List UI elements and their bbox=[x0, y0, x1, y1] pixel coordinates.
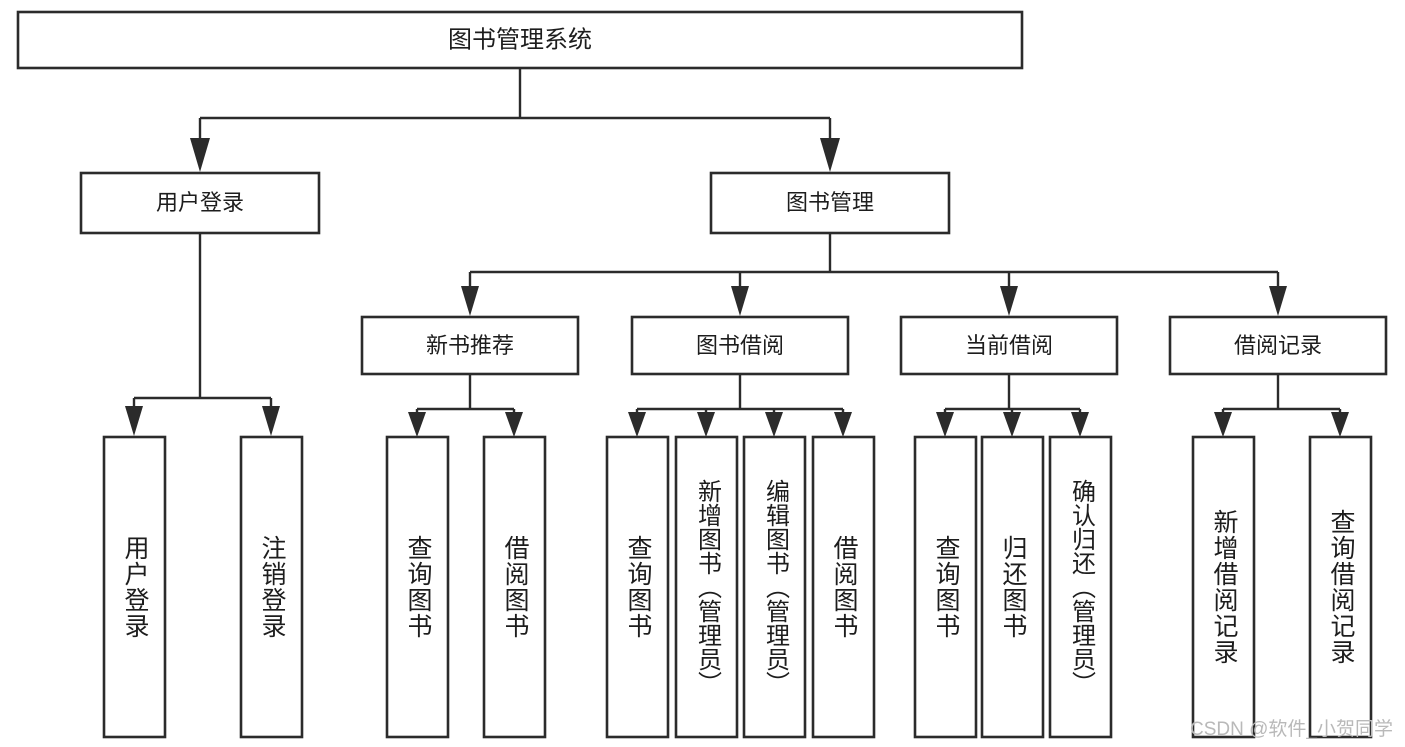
leaf-box-borrow-record-0[interactable] bbox=[1191, 435, 1256, 739]
arrow-head-leaf-bb-3 bbox=[834, 412, 852, 437]
node-borrow-record-box[interactable] bbox=[1168, 315, 1388, 376]
leaf-box-current-borrow-0[interactable] bbox=[913, 435, 978, 739]
leaf-boxes-borrow-record bbox=[1191, 435, 1373, 739]
arrow-head-l2-2 bbox=[1000, 286, 1018, 316]
node-new-book-recommend-label: 新书推荐 bbox=[426, 333, 514, 358]
node-root-box[interactable] bbox=[16, 10, 1024, 70]
arrow-head-leaf-bb-2 bbox=[765, 412, 783, 437]
leaf-box-current-borrow-2[interactable] bbox=[1048, 435, 1113, 739]
arrow-head-l2-0 bbox=[461, 286, 479, 316]
node-user-login[interactable]: 用户登录 bbox=[79, 171, 321, 235]
node-borrow-record-label: 借阅记录 bbox=[1234, 333, 1322, 358]
node-user-login-box[interactable] bbox=[79, 171, 321, 235]
arrow-head-l1-1 bbox=[820, 138, 840, 172]
node-book-management[interactable]: 图书管理 bbox=[709, 171, 951, 235]
arrow-head-leaf-br-0 bbox=[1214, 412, 1232, 437]
node-book-management-label: 图书管理 bbox=[786, 190, 874, 215]
arrow-head-leaf-cb-1 bbox=[1003, 412, 1021, 437]
leaf-box-borrow-record-1[interactable] bbox=[1308, 435, 1373, 739]
arrow-head-leaf-br-1 bbox=[1331, 412, 1349, 437]
arrow-head-leaf-nb-1 bbox=[505, 412, 523, 437]
arrow-head-leaf-ul-1 bbox=[262, 406, 280, 436]
connector-group-current-borrow bbox=[936, 374, 1089, 437]
node-new-book-recommend-box[interactable] bbox=[360, 315, 580, 376]
node-new-book-recommend[interactable]: 新书推荐 bbox=[360, 315, 580, 376]
leaf-box-book-borrow-0[interactable] bbox=[605, 435, 670, 739]
node-book-borrow-label: 图书借阅 bbox=[696, 333, 784, 358]
leaf-box-user-login-0[interactable] bbox=[102, 435, 167, 739]
arrow-head-l2-1 bbox=[731, 286, 749, 316]
node-current-borrow-label: 当前借阅 bbox=[965, 333, 1053, 358]
node-book-borrow[interactable]: 图书借阅 bbox=[630, 315, 850, 376]
connector-group-root bbox=[190, 68, 840, 172]
leaf-box-user-login-1[interactable] bbox=[239, 435, 304, 739]
leaf-boxes-user-login bbox=[102, 435, 304, 739]
leaf-box-book-borrow-3[interactable] bbox=[811, 435, 876, 739]
node-root[interactable]: 图书管理系统 bbox=[16, 10, 1024, 70]
connector-group-user-login bbox=[125, 233, 280, 436]
leaf-boxes-current-borrow bbox=[913, 435, 1113, 739]
connector-group-new-book bbox=[408, 374, 523, 437]
node-book-borrow-box[interactable] bbox=[630, 315, 850, 376]
node-current-borrow[interactable]: 当前借阅 bbox=[899, 315, 1119, 376]
node-borrow-record[interactable]: 借阅记录 bbox=[1168, 315, 1388, 376]
leaf-box-book-borrow-2[interactable] bbox=[742, 435, 807, 739]
node-current-borrow-box[interactable] bbox=[899, 315, 1119, 376]
node-user-login-label: 用户登录 bbox=[156, 190, 244, 215]
connector-group-borrow-record bbox=[1214, 374, 1349, 437]
arrow-head-leaf-bb-1 bbox=[697, 412, 715, 437]
arrow-head-l1-0 bbox=[190, 138, 210, 172]
node-root-label: 图书管理系统 bbox=[448, 26, 592, 53]
arrow-head-leaf-cb-2 bbox=[1071, 412, 1089, 437]
arrow-head-leaf-ul-0 bbox=[125, 406, 143, 436]
connector-group-book-borrow bbox=[628, 374, 852, 437]
leaf-boxes-book-borrow bbox=[605, 435, 876, 739]
leaf-box-new-book-0[interactable] bbox=[385, 435, 450, 739]
node-book-management-box[interactable] bbox=[709, 171, 951, 235]
arrow-head-leaf-cb-0 bbox=[936, 412, 954, 437]
leaf-box-new-book-1[interactable] bbox=[482, 435, 547, 739]
connector-group-book-management bbox=[461, 233, 1287, 316]
arrow-head-leaf-bb-0 bbox=[628, 412, 646, 437]
leaf-box-book-borrow-1[interactable] bbox=[674, 435, 739, 739]
leaf-boxes-new-book-recommend bbox=[385, 435, 547, 739]
leaf-box-current-borrow-1[interactable] bbox=[980, 435, 1045, 739]
arrow-head-leaf-nb-0 bbox=[408, 412, 426, 437]
arrow-head-l2-3 bbox=[1269, 286, 1287, 316]
